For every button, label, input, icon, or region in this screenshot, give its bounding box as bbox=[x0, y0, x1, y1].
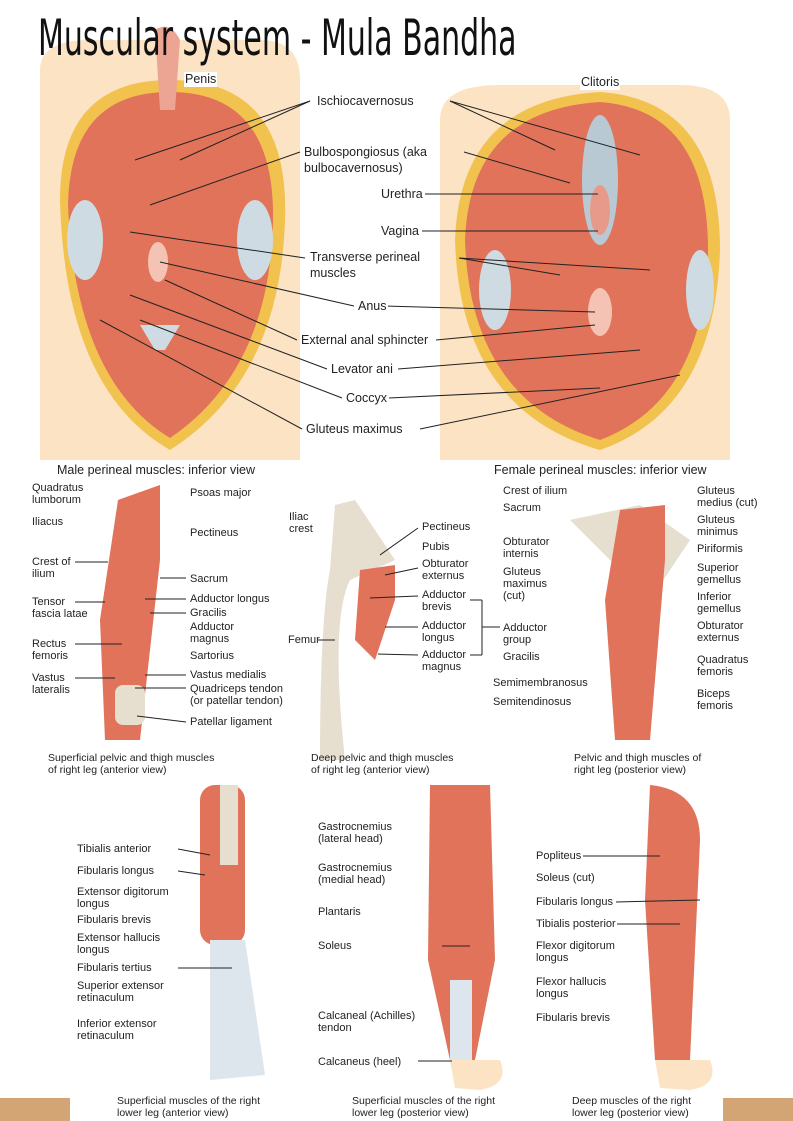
label: Popliteus bbox=[536, 850, 582, 862]
label: Extensor hallucis longus bbox=[77, 932, 161, 956]
thigh-deep-caption: Deep pelvic and thigh muscles of right l… bbox=[311, 752, 454, 776]
thigh-deep-illustration bbox=[320, 500, 395, 760]
label: Calcaneus (heel) bbox=[318, 1056, 402, 1068]
female-perineum-illustration bbox=[440, 85, 730, 460]
label: Iliac crest bbox=[289, 511, 313, 535]
label: Adductor magnus bbox=[422, 649, 467, 673]
leg-posterior-illustration bbox=[428, 785, 503, 1090]
label: Inferior gemellus bbox=[697, 591, 742, 615]
label-anus: Anus bbox=[357, 299, 388, 314]
leg-deep-caption: Deep muscles of the right lower leg (pos… bbox=[572, 1095, 692, 1119]
leg-anterior-caption: Superficial muscles of the right lower l… bbox=[117, 1095, 260, 1119]
label: Soleus (cut) bbox=[536, 872, 595, 884]
label: Obturator externus bbox=[422, 558, 469, 582]
label: Sacrum bbox=[503, 502, 541, 514]
label: Flexor hallucis longus bbox=[536, 976, 607, 1000]
label: Iliacus bbox=[32, 516, 64, 528]
label: Sacrum bbox=[190, 573, 228, 585]
label: Plantaris bbox=[318, 906, 361, 918]
label: Gastrocnemius (lateral head) bbox=[318, 821, 392, 845]
leg-deep-illustration bbox=[645, 785, 713, 1090]
label: Biceps femoris bbox=[697, 688, 734, 712]
label: Vastus lateralis bbox=[32, 672, 70, 696]
label-bulbospongiosus: Bulbospongiosus (aka bbox=[303, 145, 428, 160]
label: Obturator externus bbox=[697, 620, 744, 644]
label: Fibularis longus bbox=[536, 896, 614, 908]
label: Obturator internis bbox=[503, 536, 550, 560]
label: Gluteus maximus (cut) bbox=[503, 566, 548, 602]
label: Fibularis brevis bbox=[77, 914, 151, 926]
label: Crest of ilium bbox=[503, 485, 568, 497]
label: Fibularis tertius bbox=[77, 962, 152, 974]
label: Extensor digitorum longus bbox=[77, 886, 169, 910]
leg-anterior-illustration bbox=[200, 785, 265, 1080]
label: Adductor brevis bbox=[422, 589, 467, 613]
label-urethra: Urethra bbox=[380, 187, 424, 202]
page-title: Muscular system - Mula Bandha bbox=[38, 9, 517, 67]
label: Psoas major bbox=[190, 487, 252, 499]
label: Sartorius bbox=[190, 650, 235, 662]
footer-accent-left bbox=[0, 1098, 70, 1121]
label: Adductor magnus bbox=[190, 621, 235, 645]
label: Pectineus bbox=[422, 521, 471, 533]
label: Patellar ligament bbox=[190, 716, 272, 728]
thigh-posterior-caption: Pelvic and thigh muscles of right leg (p… bbox=[574, 752, 702, 776]
label-vagina: Vagina bbox=[380, 224, 420, 239]
label: Superior extensor retinaculum bbox=[77, 980, 164, 1004]
label-gluteus-maximus: Gluteus maximus bbox=[305, 422, 404, 437]
label-external-anal-sphincter: External anal sphincter bbox=[300, 333, 430, 348]
label-transverse-perineal: Transverse perineal bbox=[309, 250, 422, 265]
label: Quadratus femoris bbox=[697, 654, 749, 678]
label: Fibularis longus bbox=[77, 865, 155, 877]
label: Flexor digitorum longus bbox=[536, 940, 615, 964]
label-muscles: muscles bbox=[309, 266, 357, 281]
label-ischiocavernosus: Ischiocavernosus bbox=[316, 94, 415, 109]
label: Pectineus bbox=[190, 527, 239, 539]
label: Gluteus medius (cut) bbox=[697, 485, 758, 509]
leg-posterior-caption: Superficial muscles of the right lower l… bbox=[352, 1095, 495, 1119]
label: Gracilis bbox=[190, 607, 227, 619]
label: Tibialis posterior bbox=[536, 918, 616, 930]
label: Calcaneal (Achilles) tendon bbox=[318, 1010, 416, 1034]
label: Adductor longus bbox=[422, 620, 467, 644]
thigh-anterior-illustration bbox=[100, 485, 160, 740]
label: Adductor longus bbox=[190, 593, 270, 605]
label: Inferior extensor retinaculum bbox=[77, 1018, 157, 1042]
label: Crest of ilium bbox=[32, 556, 71, 580]
label: Tibialis anterior bbox=[77, 843, 152, 855]
thigh-anterior-caption: Superficial pelvic and thigh muscles of … bbox=[48, 752, 215, 776]
label: Soleus bbox=[318, 940, 352, 952]
leader-lines bbox=[75, 100, 701, 1062]
label-penis: Penis bbox=[184, 72, 218, 87]
label: Vastus medialis bbox=[190, 669, 267, 681]
label: Quadratus lumborum bbox=[32, 482, 84, 506]
label: Tensor fascia latae bbox=[32, 596, 88, 620]
label: Superior gemellus bbox=[697, 562, 742, 586]
label: Gracilis bbox=[503, 651, 540, 663]
female-caption: Female perineal muscles: inferior view bbox=[494, 463, 707, 477]
label: Fibularis brevis bbox=[536, 1012, 610, 1024]
label-levator-ani: Levator ani bbox=[330, 362, 394, 377]
footer-accent-right bbox=[723, 1098, 793, 1121]
thigh-posterior-illustration bbox=[570, 505, 690, 740]
label: Pubis bbox=[422, 541, 450, 553]
label: Semitendinosus bbox=[493, 696, 572, 708]
label: Semimembranosus bbox=[493, 677, 588, 689]
label: Gastrocnemius (medial head) bbox=[318, 862, 392, 886]
male-perineum-illustration bbox=[40, 26, 300, 460]
label: Adductor group bbox=[503, 622, 548, 646]
label: Femur bbox=[288, 634, 320, 646]
label: Gluteus minimus bbox=[697, 514, 738, 538]
label-coccyx: Coccyx bbox=[345, 391, 388, 406]
label: Rectus femoris bbox=[32, 638, 69, 662]
label: Quadriceps tendon (or patellar tendon) bbox=[190, 683, 283, 707]
label: Piriformis bbox=[697, 543, 743, 555]
male-caption: Male perineal muscles: inferior view bbox=[57, 463, 255, 477]
label-clitoris: Clitoris bbox=[580, 75, 621, 90]
label-bulbocavernosus: bulbocavernosus) bbox=[303, 161, 404, 176]
